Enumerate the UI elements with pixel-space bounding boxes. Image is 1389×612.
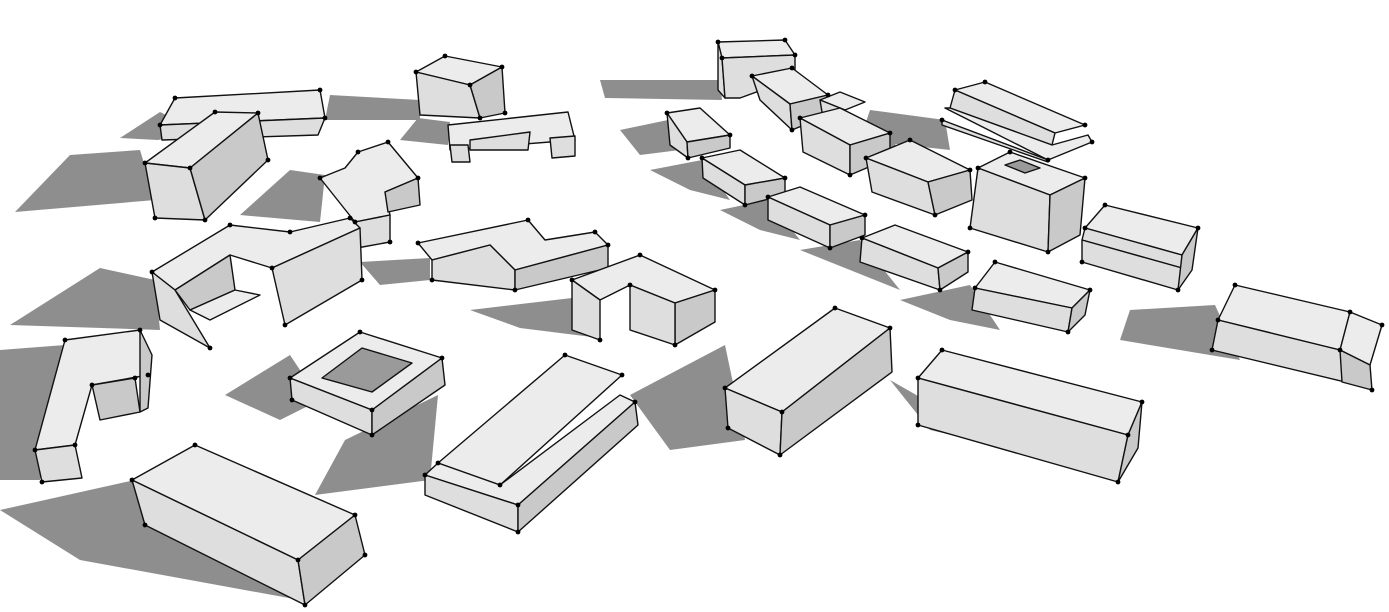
building-cube-top — [415, 55, 506, 119]
building-long-slab-mid — [724, 307, 893, 456]
building-stepped-center — [417, 219, 609, 291]
building-l-mid — [571, 254, 716, 346]
building-l-bottom-left — [34, 329, 153, 483]
building-stepped-box — [865, 139, 973, 216]
building-l-courtyard — [151, 217, 363, 349]
building-small-box-a — [666, 107, 731, 159]
building-long-slab-right — [917, 349, 1143, 483]
building-comb-low — [447, 111, 576, 163]
building-stacked-box-right — [1081, 204, 1199, 291]
building-box-left — [144, 111, 269, 221]
building-tall-top — [717, 39, 796, 99]
vertex-markers — [32, 37, 1385, 608]
building-stepped-long — [424, 354, 639, 533]
building-slab-bottom-left — [131, 444, 366, 606]
building-hollow-square — [289, 331, 446, 436]
building-stacked-slab — [941, 81, 1093, 163]
shadow-layer — [0, 80, 1240, 600]
building-cube-hatch — [969, 151, 1086, 253]
building-far-right — [1211, 284, 1383, 391]
building-small-box-c — [701, 149, 786, 206]
building-small-box-d — [767, 186, 866, 249]
building-stepped-s — [319, 141, 421, 249]
building-small-box-b — [799, 107, 891, 176]
